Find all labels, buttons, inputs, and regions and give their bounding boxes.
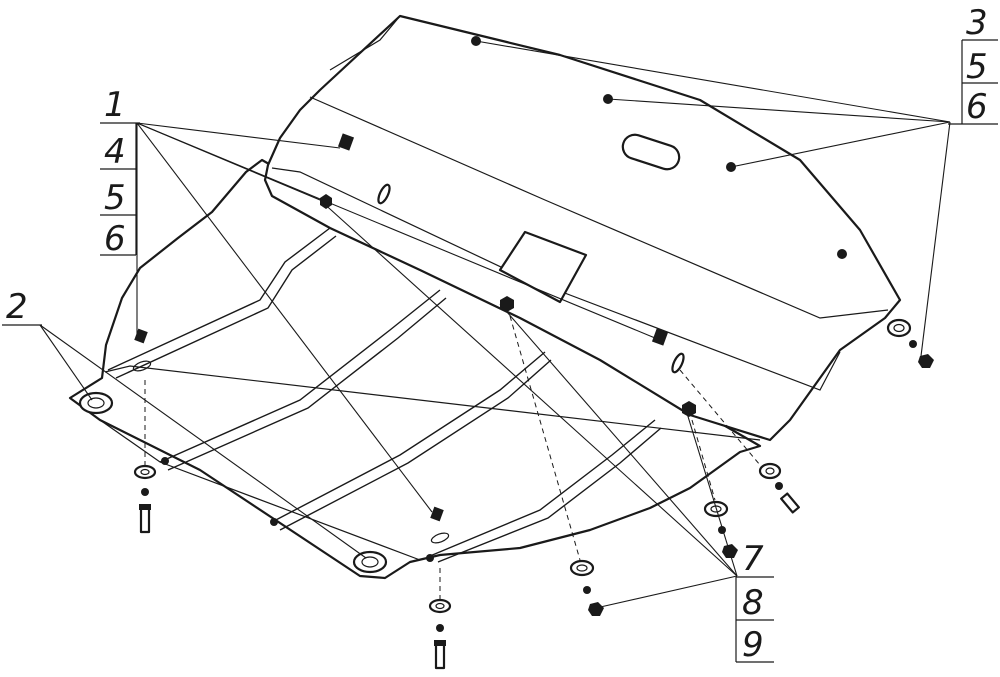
callout-7: 7 <box>742 539 764 579</box>
callout-group-left: 2 <box>2 287 42 327</box>
fastener-stack-front <box>428 568 452 670</box>
callout-group-lower-right: 7 8 9 <box>735 539 774 665</box>
upper-panel-cutout <box>498 230 588 304</box>
callout-5: 5 <box>104 178 126 218</box>
plate-mount-washer-left <box>78 391 114 415</box>
upper-panel-oval-slot <box>621 133 681 171</box>
fastener-stack-right <box>679 369 800 514</box>
fastener-stack-top-right <box>886 318 934 368</box>
callout-6: 6 <box>104 219 126 259</box>
fastener-stacks <box>133 315 934 670</box>
upper-panel <box>263 14 902 442</box>
callout-3: 3 <box>966 3 988 43</box>
callout-2: 2 <box>6 287 28 327</box>
leader-lines <box>39 40 951 609</box>
callout-9: 9 <box>742 625 764 665</box>
callout-6-right: 6 <box>966 87 988 127</box>
stiffening-ribs <box>107 227 662 563</box>
callout-5-right: 5 <box>966 47 988 87</box>
callout-4: 4 <box>104 132 126 172</box>
fastener-stack-center <box>509 315 604 616</box>
callout-1: 1 <box>104 85 126 125</box>
lower-skid-plate <box>68 158 762 580</box>
fastener-stack-left <box>133 380 157 534</box>
callout-group-upper-left: 1 4 5 6 <box>100 85 140 259</box>
upper-panel-outline <box>263 14 902 442</box>
callout-8: 8 <box>742 583 764 623</box>
callout-group-upper-right: 3 5 6 <box>948 3 998 127</box>
plate-mount-washer-front <box>352 550 388 574</box>
